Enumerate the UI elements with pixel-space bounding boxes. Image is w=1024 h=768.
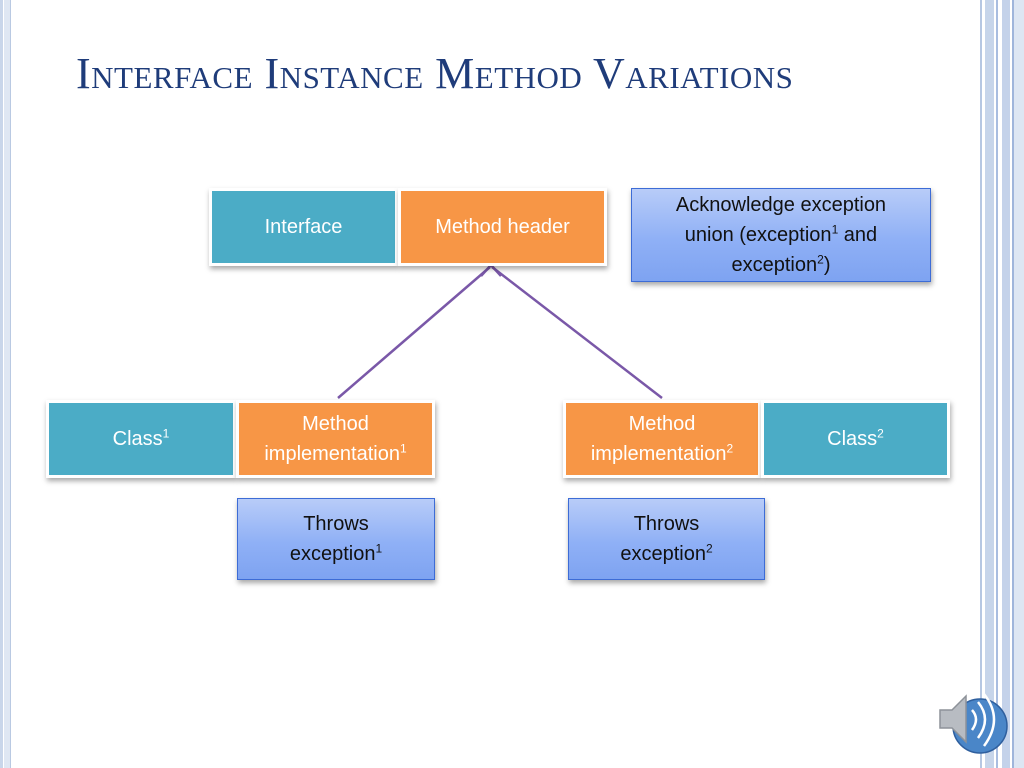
interface-label: Interface	[264, 216, 343, 238]
speaker-icon[interactable]	[934, 684, 1010, 754]
interface-box: Interface	[209, 188, 398, 266]
method-header-box: Method header	[398, 188, 607, 266]
throws2-line2: exception	[620, 543, 706, 565]
throws-exception1-note: Throws exception1	[237, 498, 435, 580]
acknowledge-exception-note: Acknowledge exception union (exception1 …	[631, 188, 931, 282]
arrow-right-to-header	[491, 266, 663, 399]
ack-line2a: union (exception	[684, 224, 832, 246]
class2-box: Class2	[761, 400, 950, 478]
method-impl2-line1: Method	[628, 413, 696, 435]
slide-frame-left-line	[10, 0, 11, 768]
class2-label: Class	[827, 428, 878, 450]
ack-line3b: )	[823, 254, 831, 276]
slide-frame-right	[978, 0, 1024, 768]
method-header-label: Method header	[435, 216, 570, 238]
ack-sup2: 2	[817, 252, 824, 267]
slide-title: Interface Instance Method Variations	[76, 49, 794, 98]
throws2-sup: 2	[705, 541, 713, 556]
class1-sup: 1	[162, 426, 170, 441]
ack-line1: Acknowledge exception	[675, 194, 887, 216]
slide-frame-left	[0, 0, 10, 768]
arrow-left-to-header	[337, 266, 491, 399]
class2-sup: 2	[877, 426, 884, 441]
method-implementation1-box: Method implementation1	[236, 400, 435, 478]
throws-exception2-note: Throws exception2	[568, 498, 765, 580]
ack-sup1: 1	[831, 222, 839, 237]
throws1-sup: 1	[375, 541, 383, 556]
throws1-line1: Throws	[303, 513, 369, 535]
method-implementation2-box: Method implementation2	[563, 400, 761, 478]
throws2-line1: Throws	[633, 513, 700, 535]
class1-label: Class	[112, 428, 163, 450]
method-impl2-sup: 2	[726, 441, 734, 456]
throws1-line2: exception	[289, 543, 376, 565]
method-impl1-sup: 1	[399, 441, 407, 456]
class1-box: Class1	[46, 400, 236, 478]
method-impl2-line2: implementation	[590, 443, 727, 465]
method-impl1-line1: Method	[302, 413, 369, 435]
ack-line2b: and	[838, 224, 878, 246]
method-impl1-line2: implementation	[264, 443, 400, 465]
ack-line3a: exception	[731, 254, 818, 276]
